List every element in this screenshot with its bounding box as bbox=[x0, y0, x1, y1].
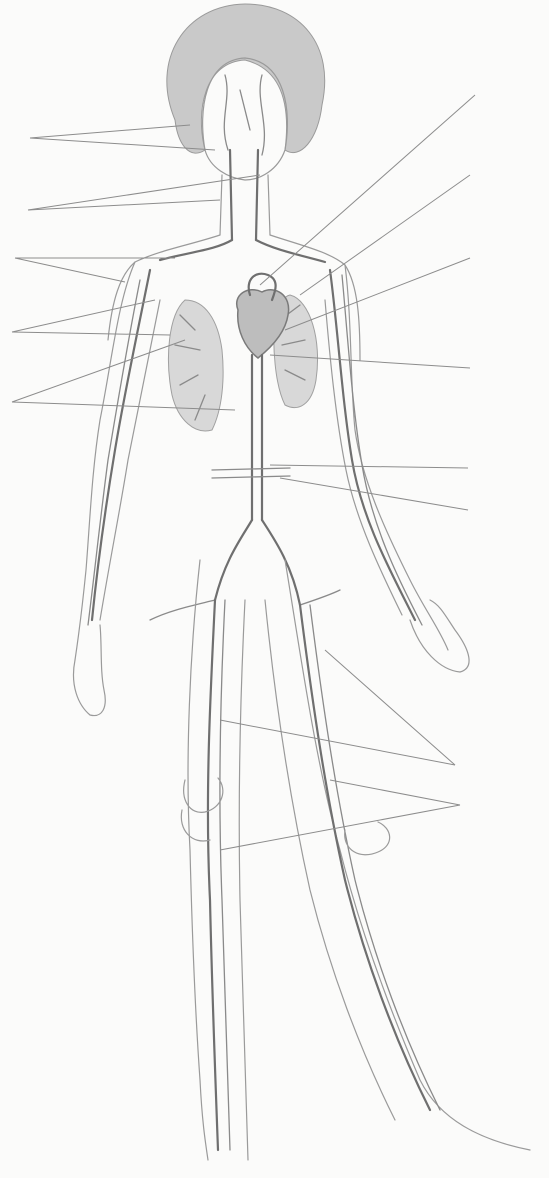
arm-right bbox=[325, 265, 469, 672]
torso-outline bbox=[108, 235, 360, 360]
leader-line bbox=[300, 175, 470, 295]
head bbox=[167, 4, 325, 180]
arm-left bbox=[73, 262, 160, 716]
leader-line bbox=[220, 805, 460, 850]
leader-line bbox=[12, 340, 185, 402]
leader-line bbox=[12, 332, 170, 335]
leader-line bbox=[28, 200, 220, 210]
leader-line bbox=[325, 650, 455, 765]
leader-line bbox=[270, 465, 468, 468]
leader-line bbox=[280, 478, 468, 510]
leg-right bbox=[265, 560, 530, 1150]
leader-line bbox=[220, 720, 455, 765]
leg-left bbox=[181, 560, 248, 1160]
leader-line bbox=[285, 258, 470, 330]
neck bbox=[220, 150, 270, 240]
leader-line bbox=[30, 125, 190, 138]
leader-line bbox=[330, 780, 460, 805]
leader-lines bbox=[12, 95, 475, 850]
leader-line bbox=[28, 175, 260, 210]
leader-line bbox=[15, 258, 125, 282]
